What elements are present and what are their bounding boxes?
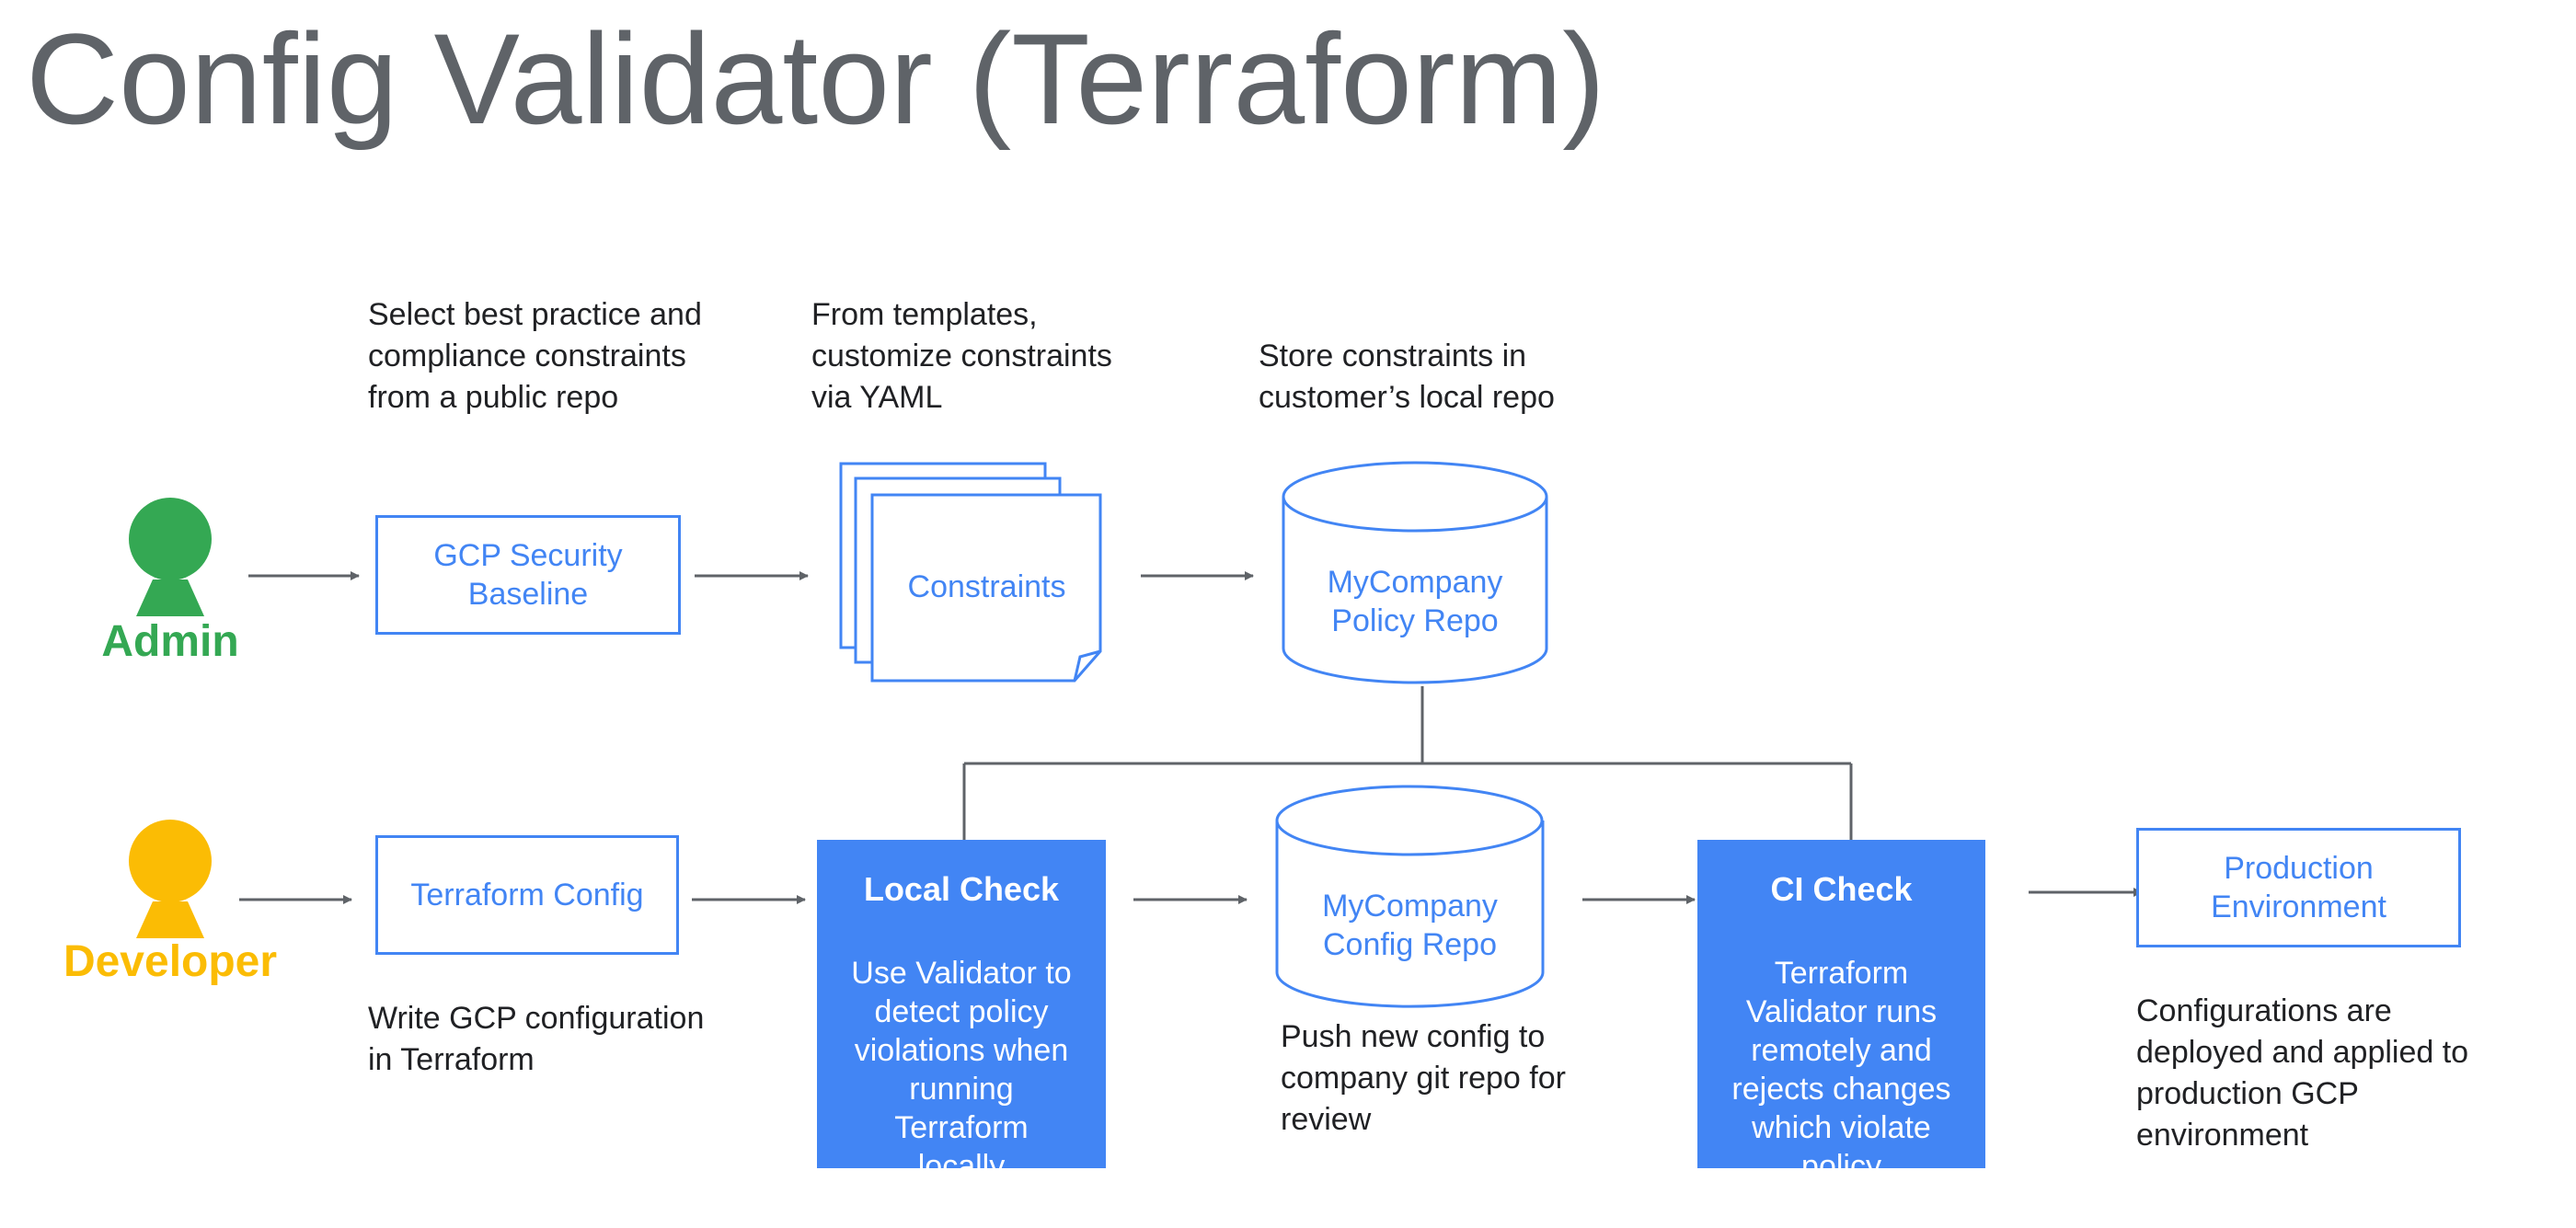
config-repo-cylinder: MyCompany Config Repo [1274,784,1546,1009]
terraform-config-caption: Write GCP configuration in Terraform [368,1001,705,1077]
admin-person-icon [129,498,212,616]
policy-repo-caption: Store constraints in customer’s local re… [1259,339,1555,415]
developer-label: Developer [63,937,278,986]
config-repo-label: MyCompany Config Repo [1322,889,1498,962]
local-check-heading: Local Check [863,870,1060,908]
ci-check-heading: CI Check [1770,870,1913,908]
admin-label: Admin [101,617,239,666]
local-check-body: Use Validator to detect policy violation… [851,956,1072,1184]
ci-check-body: Terraform Validator runs remotely and re… [1731,956,1951,1184]
gcp-security-baseline-box: GCP Security Baseline [375,515,681,635]
config-repo-caption: Push new config to company git repo for … [1281,1019,1566,1137]
baseline-caption: Select best practice and compliance cons… [368,297,702,415]
constraints-caption: From templates, customize constraints vi… [811,297,1112,415]
developer-person-icon [129,820,212,938]
policy-repo-label: MyCompany Policy Repo [1327,565,1503,638]
production-environment-box: Production Environment [2136,828,2461,947]
policy-repo-cylinder: MyCompany Policy Repo [1281,460,1549,685]
constraints-document-stack [839,462,1102,683]
ci-check-box: CI Check Terraform Validator runs remote… [1697,840,1985,1184]
terraform-config-box: Terraform Config [375,835,679,955]
page-title: Config Validator (Terraform) [26,6,1605,151]
production-caption: Configurations are deployed and applied … [2136,993,2469,1153]
local-check-box: Local Check Use Validator to detect poli… [817,840,1106,1184]
constraints-label: Constraints [907,568,1066,604]
